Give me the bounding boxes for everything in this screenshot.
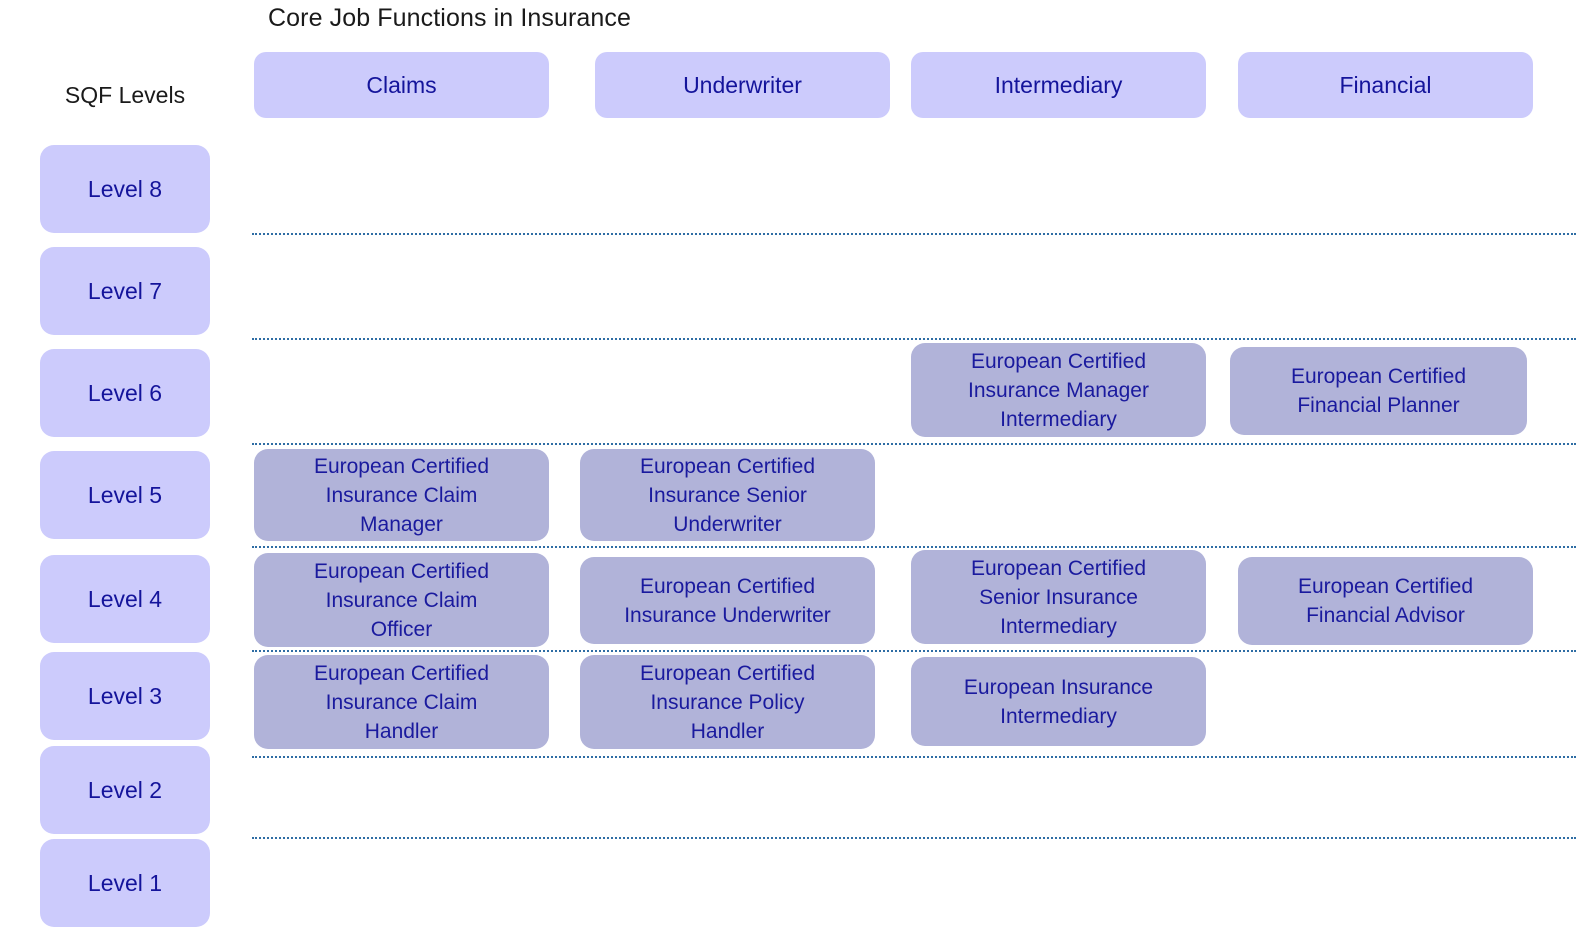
row-separator <box>252 650 1576 652</box>
job-card-line: Insurance Manager <box>968 378 1149 402</box>
job-card-line: Insurance Claim <box>325 483 478 507</box>
level-pill-2[interactable]: Level 2 <box>40 746 210 834</box>
column-header-claims[interactable]: Claims <box>254 52 549 118</box>
page-title: Core Job Functions in Insurance <box>268 4 632 32</box>
job-card-l3-intermediary[interactable]: European Insurance Intermediary <box>911 657 1206 746</box>
job-card-line: Intermediary <box>1000 407 1117 431</box>
level-pill-4[interactable]: Level 4 <box>40 555 210 643</box>
job-card-line: European Certified <box>313 559 490 583</box>
job-card-line: Insurance Policy <box>650 690 805 714</box>
job-card-line: European Certified <box>970 556 1147 580</box>
job-card-l3-underwriter[interactable]: European Certified Insurance Policy Hand… <box>580 655 875 749</box>
job-card-line: European Certified <box>639 454 816 478</box>
level-pill-3[interactable]: Level 3 <box>40 652 210 740</box>
job-card-line: Manager <box>360 512 443 536</box>
job-card-line: Officer <box>370 617 433 641</box>
job-card-line: Underwriter <box>673 512 782 536</box>
level-pill-8[interactable]: Level 8 <box>40 145 210 233</box>
level-pill-label: Level 1 <box>87 869 163 896</box>
job-card-line: Insurance Claim <box>325 588 478 612</box>
job-card-line: Intermediary <box>1000 614 1117 638</box>
job-card-line: European Insurance <box>963 675 1154 699</box>
level-pill-5[interactable]: Level 5 <box>40 451 210 539</box>
row-separator <box>252 837 1576 839</box>
column-header-underwriter[interactable]: Underwriter <box>595 52 890 118</box>
row-separator <box>252 756 1576 758</box>
job-card-l5-underwriter[interactable]: European Certified Insurance Senior Unde… <box>580 449 875 541</box>
job-card-line: European Certified <box>313 454 490 478</box>
job-card-line: Handler <box>690 719 765 743</box>
level-pill-label: Level 7 <box>87 277 163 304</box>
level-pill-label: Level 5 <box>87 481 163 508</box>
row-separator <box>252 443 1576 445</box>
level-pill-label: Level 4 <box>87 585 163 612</box>
job-card-l4-underwriter[interactable]: European Certified Insurance Underwriter <box>580 557 875 644</box>
level-pill-label: Level 3 <box>87 682 163 709</box>
job-card-line: Intermediary <box>1000 704 1117 728</box>
job-card-l3-claims[interactable]: European Certified Insurance Claim Handl… <box>254 655 549 749</box>
job-card-line: European Certified <box>639 661 816 685</box>
level-pill-label: Level 6 <box>87 379 163 406</box>
level-pill-7[interactable]: Level 7 <box>40 247 210 335</box>
row-separator <box>252 546 1576 548</box>
level-pill-label: Level 2 <box>87 776 163 803</box>
job-card-line: Insurance Claim <box>325 690 478 714</box>
column-header-intermediary[interactable]: Intermediary <box>911 52 1206 118</box>
column-header-label: Intermediary <box>994 71 1123 98</box>
level-pill-label: Level 8 <box>87 175 163 202</box>
column-header-label: Financial <box>1339 71 1432 98</box>
job-card-line: Financial Advisor <box>1306 604 1465 627</box>
job-card-line: European Certified <box>1297 575 1474 598</box>
column-header-financial[interactable]: Financial <box>1238 52 1533 118</box>
job-card-line: European Certified <box>639 574 816 598</box>
job-card-line: Senior Insurance <box>979 585 1138 609</box>
job-card-l6-intermediary[interactable]: European Certified Insurance Manager Int… <box>911 343 1206 437</box>
job-card-line: Insurance Senior <box>648 483 807 507</box>
job-card-l4-financial[interactable]: European Certified Financial Advisor <box>1238 557 1533 645</box>
row-separator <box>252 338 1576 340</box>
job-card-line: Insurance Underwriter <box>624 603 831 627</box>
level-pill-1[interactable]: Level 1 <box>40 839 210 927</box>
sqf-levels-axis-label: SQF Levels <box>64 82 186 108</box>
column-header-label: Claims <box>366 71 437 98</box>
level-pill-6[interactable]: Level 6 <box>40 349 210 437</box>
job-card-line: Financial Planner <box>1297 394 1460 417</box>
job-card-l6-financial[interactable]: European Certified Financial Planner <box>1230 347 1527 435</box>
job-card-line: Handler <box>364 719 439 743</box>
job-card-l4-claims[interactable]: European Certified Insurance Claim Offic… <box>254 553 549 647</box>
job-card-l4-intermediary[interactable]: European Certified Senior Insurance Inte… <box>911 550 1206 644</box>
column-header-label: Underwriter <box>683 71 802 98</box>
row-separator <box>252 233 1576 235</box>
job-card-line: European Certified <box>313 661 490 685</box>
job-card-l5-claims[interactable]: European Certified Insurance Claim Manag… <box>254 449 549 541</box>
job-card-line: European Certified <box>1290 365 1467 388</box>
job-card-line: European Certified <box>970 349 1147 373</box>
